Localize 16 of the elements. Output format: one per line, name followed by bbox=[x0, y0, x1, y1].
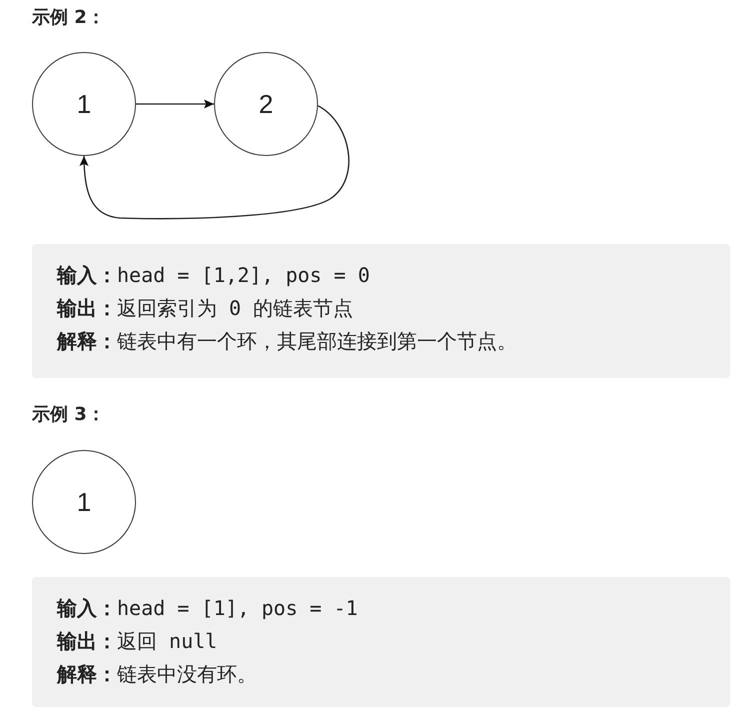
node-circle bbox=[32, 52, 136, 156]
output-line: 输出：返回 null bbox=[57, 628, 218, 655]
example-heading: 示例 2： bbox=[32, 7, 105, 29]
input-line: 输入：head = [1], pos = -1 bbox=[57, 595, 358, 622]
node-value: 1 bbox=[76, 489, 92, 515]
node-value: 2 bbox=[258, 91, 274, 117]
node-value: 1 bbox=[76, 91, 92, 117]
input-line: 输入：head = [1,2], pos = 0 bbox=[57, 262, 370, 289]
node-circle bbox=[214, 52, 318, 156]
explanation-line: 解释：链表中有一个环，其尾部连接到第一个节点。 bbox=[57, 328, 517, 355]
output-line: 输出：返回索引为 0 的链表节点 bbox=[57, 295, 354, 322]
explanation-line: 解释：链表中没有环。 bbox=[57, 661, 257, 688]
curved-arrow bbox=[80, 105, 350, 220]
example-heading: 示例 3： bbox=[32, 404, 105, 426]
arrow bbox=[136, 100, 214, 108]
node-circle bbox=[32, 450, 136, 554]
